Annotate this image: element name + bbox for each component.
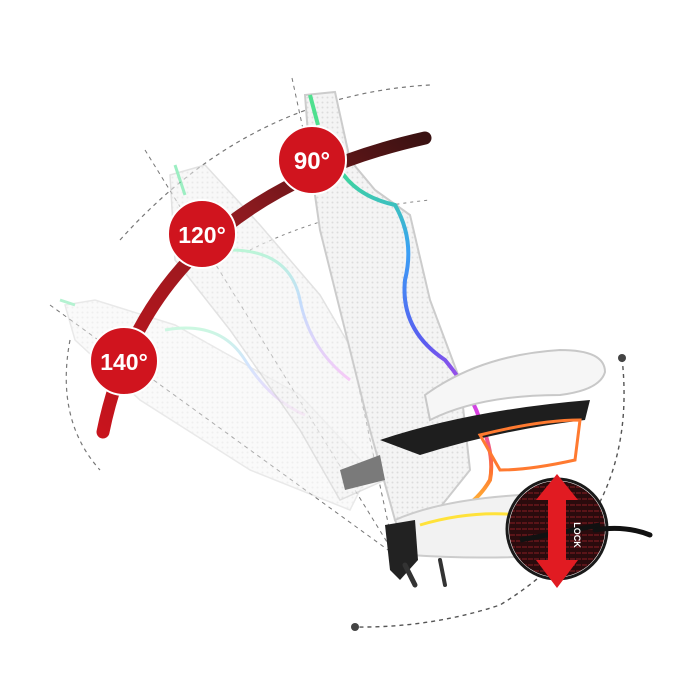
angle-badge-90: 90° [277, 125, 347, 195]
lock-label: LOCK [572, 522, 582, 548]
outer-dashed-arc [119, 84, 431, 241]
angle-label-140: 140° [100, 349, 148, 375]
angle-badge-140: 140° [89, 326, 159, 396]
left-dashed-arc [65, 339, 101, 471]
dashed-arc-endpoint-top [618, 354, 626, 362]
dashed-arc-endpoint-bottom [351, 623, 359, 631]
right-dashed-arc [354, 357, 625, 628]
angle-badge-120: 120° [167, 199, 237, 269]
lock-detail: LOCK [505, 474, 653, 588]
angle-label-120: 120° [178, 222, 226, 248]
angle-label-90: 90° [294, 148, 330, 175]
lock-lever-icon [536, 474, 578, 588]
